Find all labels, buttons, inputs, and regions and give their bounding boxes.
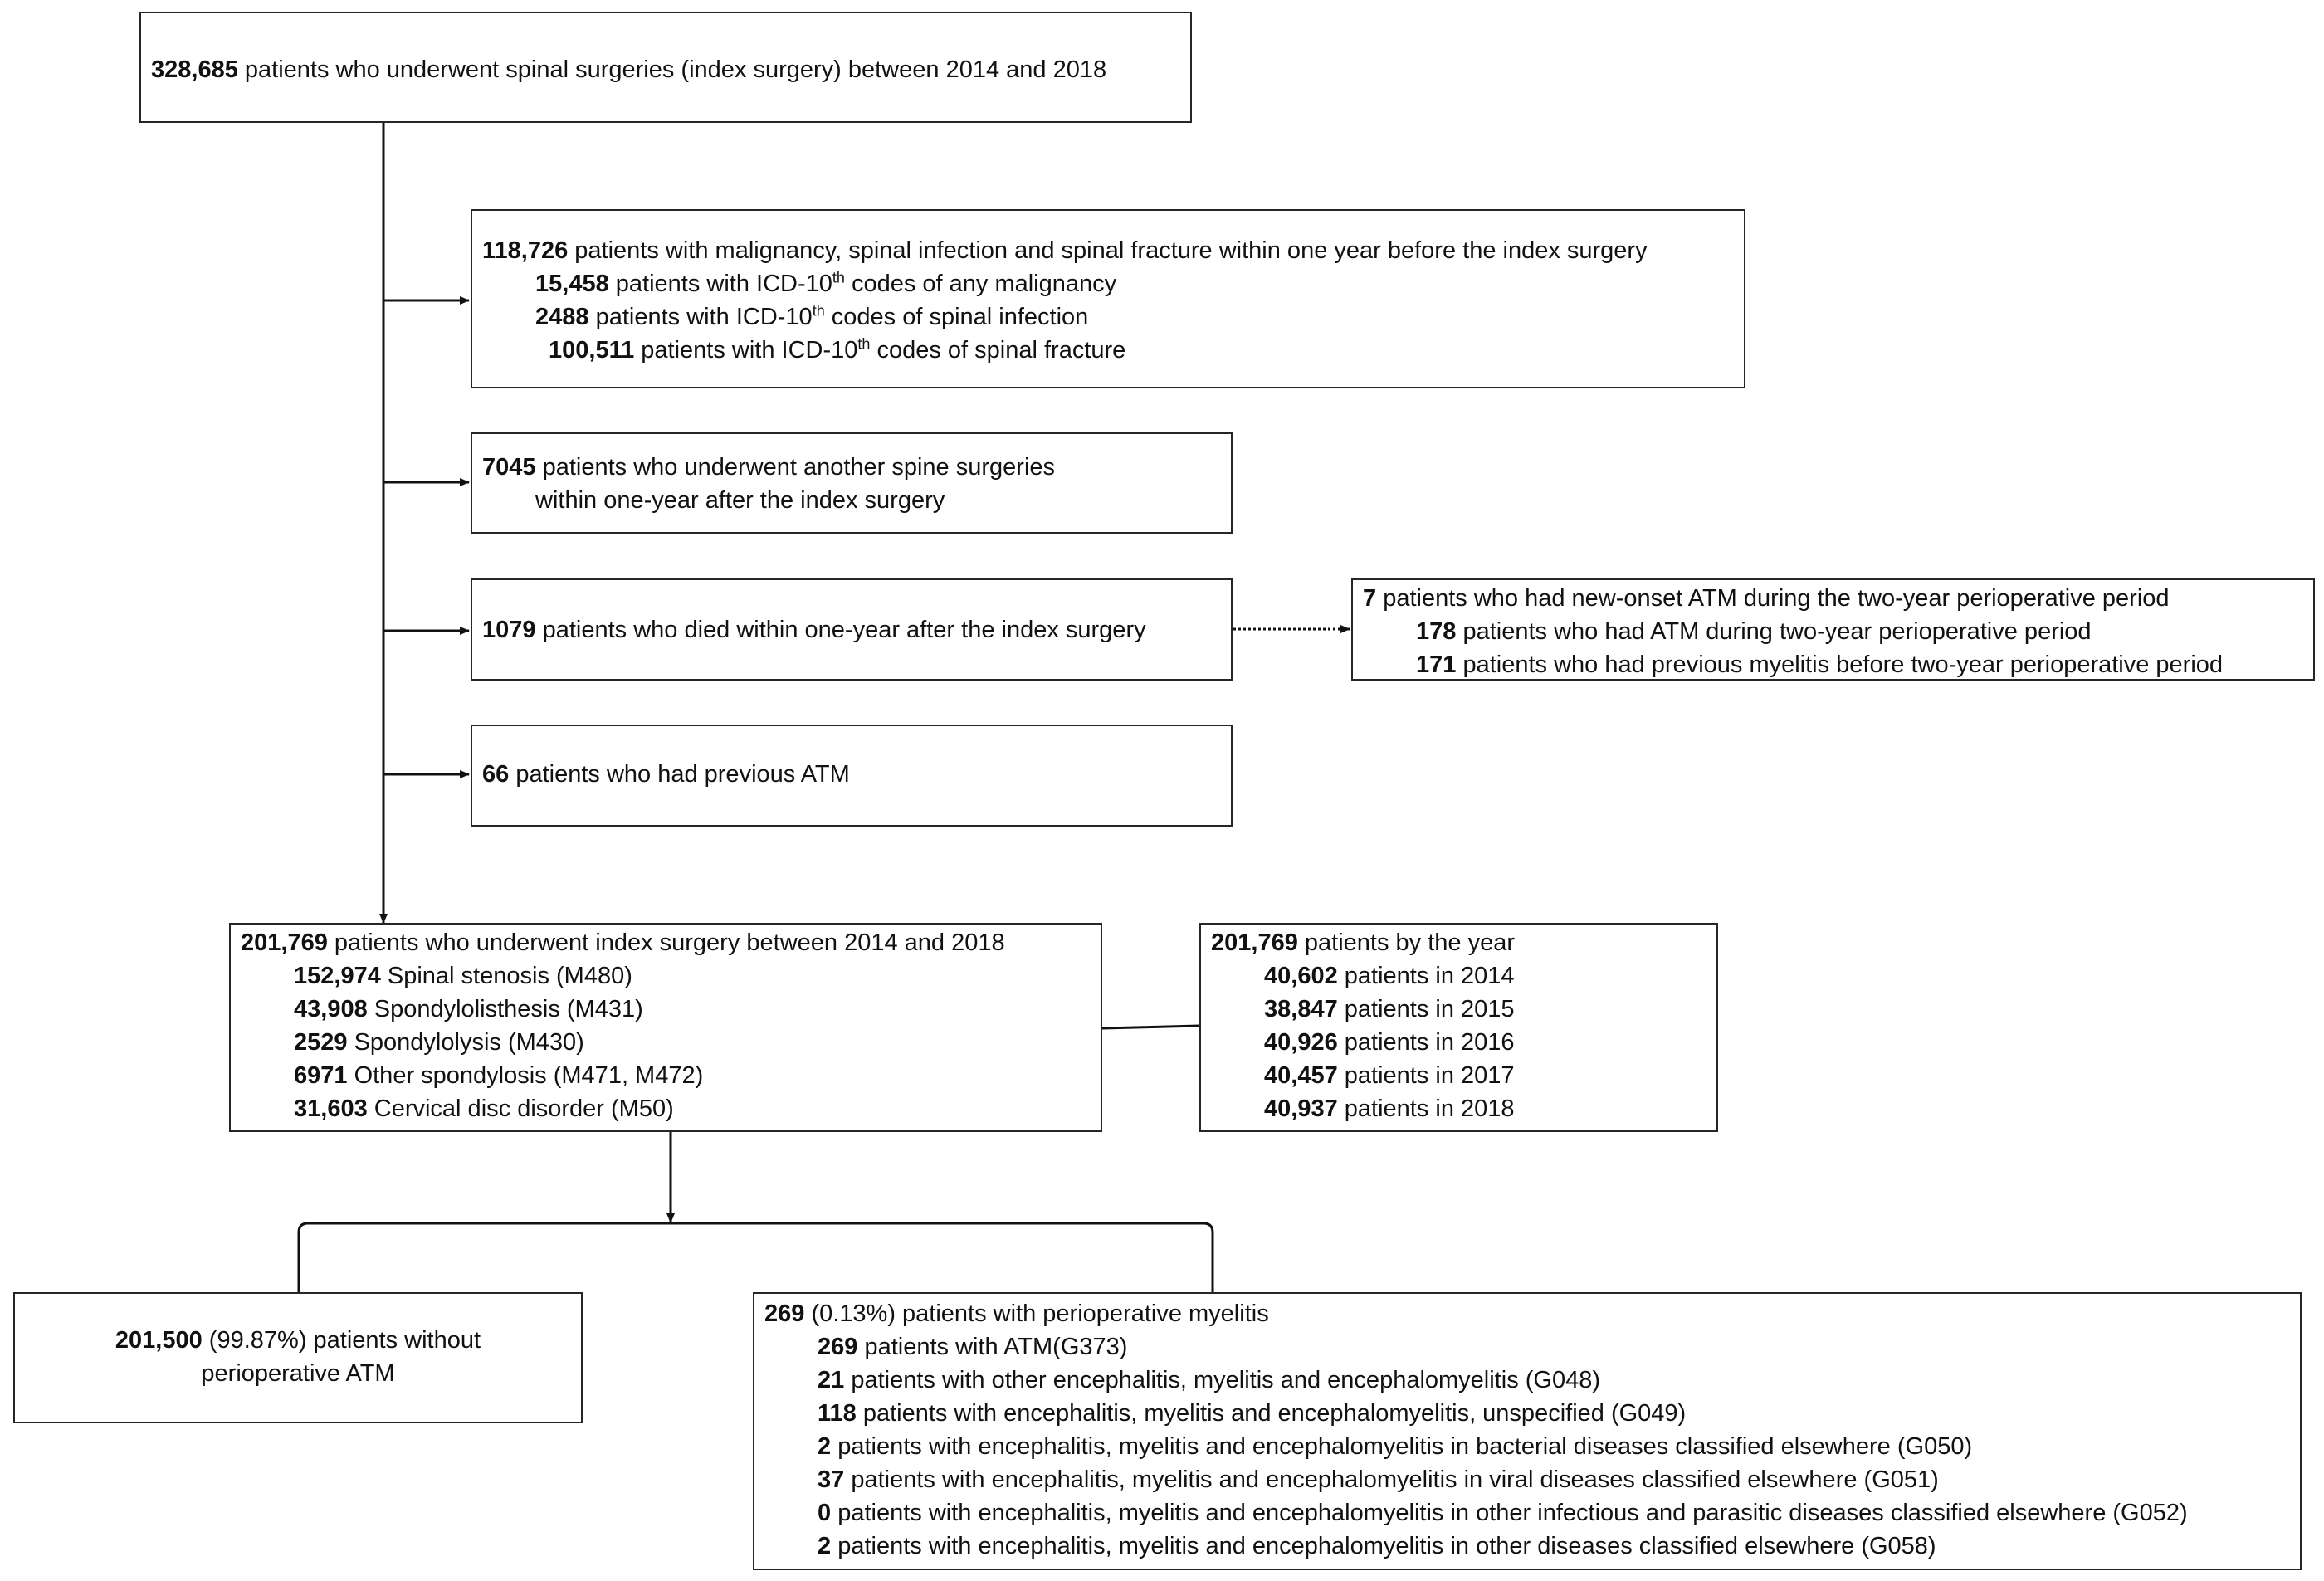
box-exclusion-previous-atm: 66 patients who had previous ATM [471, 725, 1233, 827]
cohort-item: 152,974 Spinal stenosis (M480) [294, 963, 632, 989]
side-item: 178 patients who had ATM during two-year… [1416, 618, 2092, 645]
exclusion-2-line-1: 7045 patients who underwent another spin… [482, 454, 1056, 481]
box-exclusion-malignancy-infection-fracture: 118,726 patients with malignancy, spinal… [471, 209, 1745, 388]
with-item: 2 patients with encephalitis, myelitis a… [818, 1433, 1973, 1460]
box-atm-deaths-detail: 7 patients who had new-onset ATM during … [1351, 578, 2315, 681]
initial-count: 328,685 [151, 56, 238, 83]
cohort-item: 43,908 Spondylolisthesis (M431) [294, 996, 643, 1022]
cohort-item: 31,603 Cervical disc disorder (M50) [294, 1095, 674, 1122]
box-initial-population: 328,685 patients who underwent spinal su… [139, 12, 1192, 123]
box-without-perioperative-atm: 201,500 (99.87%) patients without periop… [13, 1292, 583, 1423]
with-item: 21 patients with other encephalitis, mye… [818, 1367, 1601, 1393]
exclusion-1-item: 2488 patients with ICD-10th codes of spi… [535, 302, 1089, 330]
with-item: 2 patients with encephalitis, myelitis a… [818, 1533, 1936, 1559]
cohort-item: 2529 Spondylolysis (M430) [294, 1029, 584, 1056]
with-item: 269 patients with ATM(G373) [818, 1334, 1128, 1360]
side-item: 171 patients who had previous myelitis b… [1416, 651, 2224, 678]
exclusion-2-line-2: within one-year after the index surgery [535, 487, 945, 514]
with-head: 269 (0.13%) patients with perioperative … [764, 1300, 1269, 1327]
with-item: 0 patients with encephalitis, myelitis a… [818, 1500, 2188, 1526]
side-item: 7 patients who had new-onset ATM during … [1363, 585, 2170, 612]
cohort-item: 6971 Other spondylosis (M471, M472) [294, 1062, 704, 1089]
byyear-item: 38,847 patients in 2015 [1264, 996, 1515, 1022]
exclusion-3-text: 1079 patients who died within one-year a… [482, 617, 1146, 643]
initial-population-text: 328,685 patients who underwent spinal su… [151, 56, 1107, 83]
box-exclusion-death: 1079 patients who died within one-year a… [471, 578, 1233, 681]
byyear-head: 201,769 patients by the year [1211, 930, 1515, 956]
box-cohort-by-year: 201,769 patients by the year 40,602 pati… [1199, 923, 1718, 1132]
without-line-2: perioperative ATM [201, 1360, 395, 1387]
box-with-perioperative-myelitis: 269 (0.13%) patients with perioperative … [753, 1292, 2302, 1570]
cohort-head: 201,769 patients who underwent index sur… [241, 930, 1005, 956]
cohort-to-year-connector [1101, 1024, 1200, 1030]
split-bracket [297, 1222, 1214, 1292]
box-exclusion-reoperation: 7045 patients who underwent another spin… [471, 432, 1233, 534]
box-study-cohort: 201,769 patients who underwent index sur… [229, 923, 1102, 1132]
with-item: 37 patients with encephalitis, myelitis … [818, 1466, 1939, 1493]
exclusion-1-item: 100,511 patients with ICD-10th codes of … [549, 335, 1126, 364]
byyear-item: 40,602 patients in 2014 [1264, 963, 1515, 989]
exclusion-4-text: 66 patients who had previous ATM [482, 761, 850, 788]
byyear-item: 40,457 patients in 2017 [1264, 1062, 1515, 1089]
exclusion-1-head: 118,726 patients with malignancy, spinal… [482, 237, 1648, 264]
without-line-1: 201,500 (99.87%) patients without [115, 1327, 481, 1354]
byyear-item: 40,937 patients in 2018 [1264, 1095, 1515, 1122]
byyear-item: 40,926 patients in 2016 [1264, 1029, 1515, 1056]
with-item: 118 patients with encephalitis, myelitis… [818, 1400, 1687, 1427]
exclusion-1-item: 15,458 patients with ICD-10th codes of a… [535, 269, 1117, 297]
